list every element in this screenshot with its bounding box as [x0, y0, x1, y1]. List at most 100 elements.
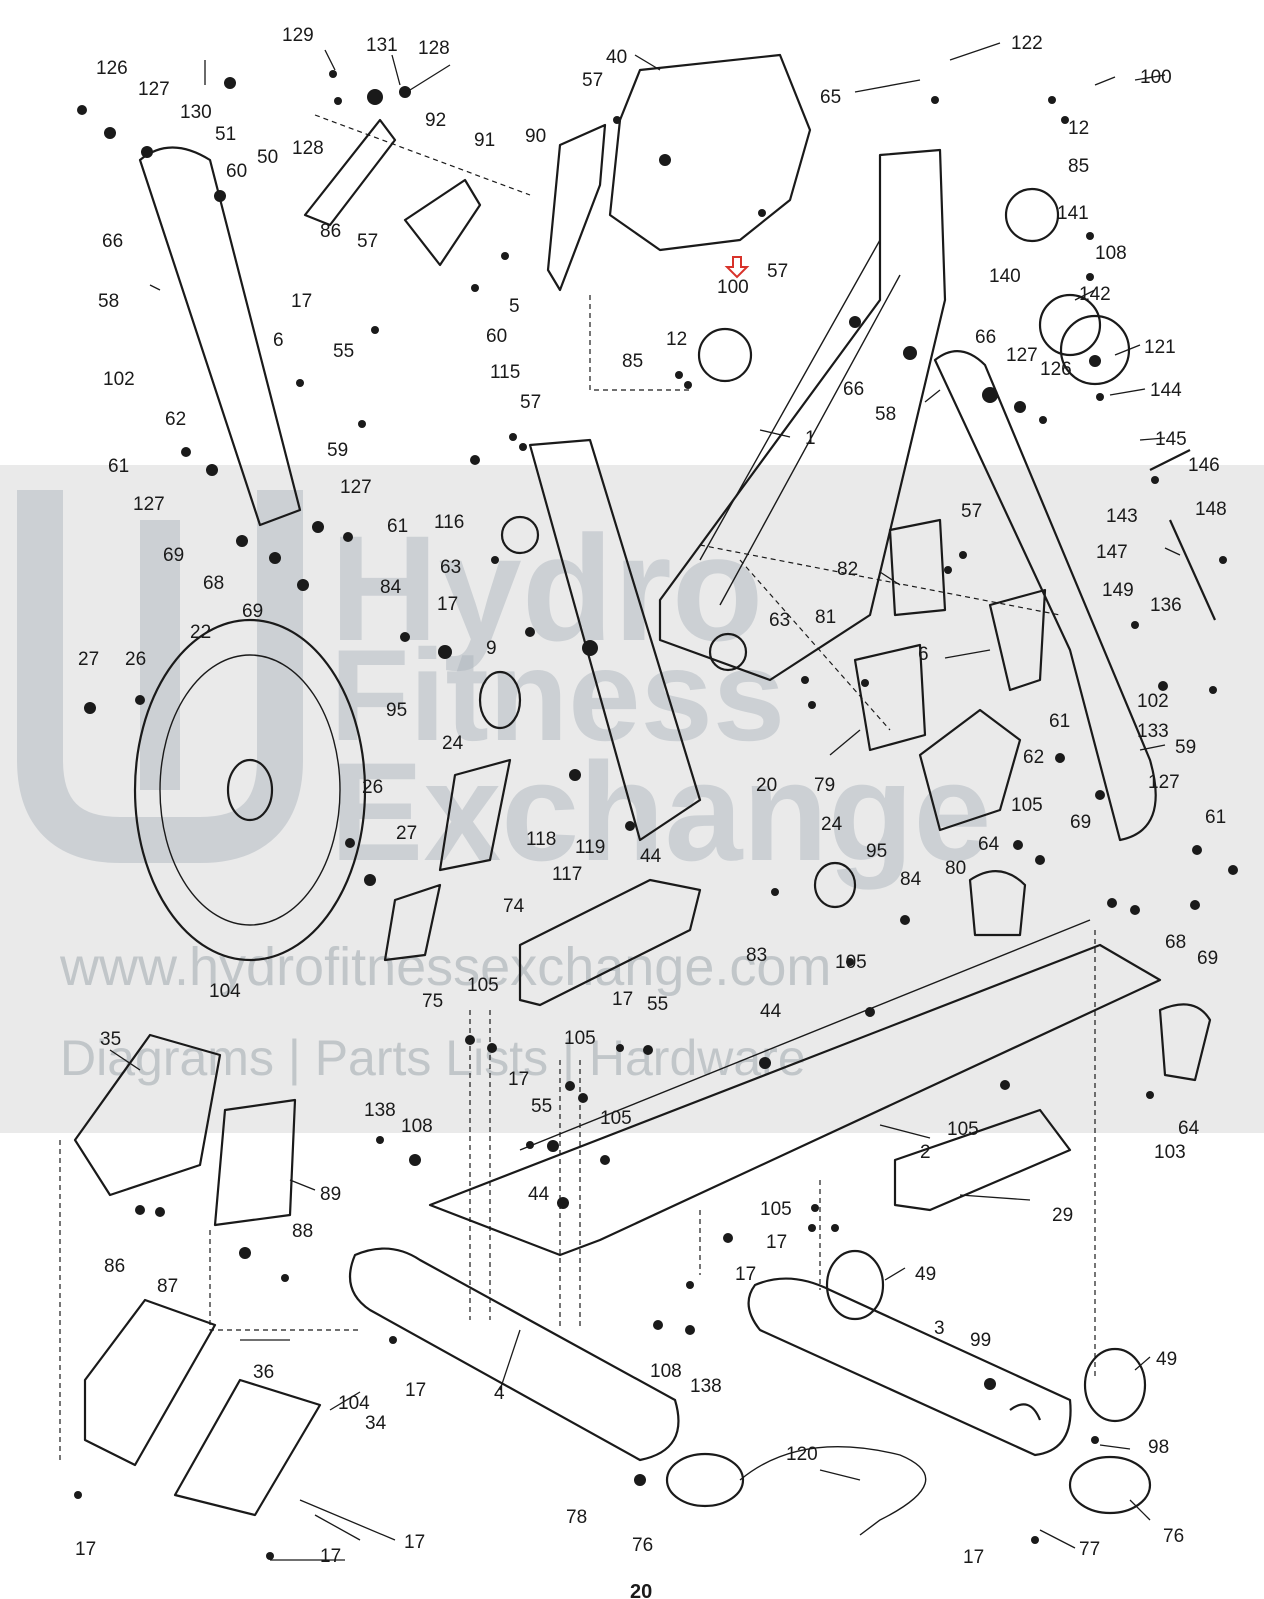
part-label-26: 26 — [362, 777, 383, 798]
part-100-knob — [697, 327, 753, 383]
part-label-44: 44 — [528, 1184, 550, 1205]
part-label-146: 146 — [1188, 455, 1220, 476]
part-label-108: 108 — [401, 1116, 433, 1137]
part-label-24: 24 — [821, 814, 843, 835]
part-145-spring — [1149, 449, 1191, 471]
part-label-55: 55 — [333, 341, 354, 362]
part-label-17: 17 — [291, 291, 312, 312]
part-label-105: 105 — [835, 952, 867, 973]
part-label-77: 77 — [1079, 1539, 1100, 1560]
part-label-126: 126 — [1040, 359, 1072, 380]
part-1-upright — [658, 148, 947, 682]
part-label-127: 127 — [1148, 772, 1180, 793]
part-90-bracket — [546, 123, 607, 292]
part-3-stabilizer — [747, 1277, 1072, 1457]
part-74-belt-cover — [438, 758, 512, 872]
part-label-1: 1 — [805, 428, 816, 449]
part-36-shield — [83, 1298, 217, 1467]
parts-artwork — [59, 42, 1238, 1561]
part-label-127: 127 — [340, 477, 372, 498]
part-label-131: 131 — [366, 35, 398, 56]
part-label-69: 69 — [163, 545, 184, 566]
part-label-82: 82 — [837, 559, 858, 580]
part-label-138: 138 — [690, 1376, 722, 1397]
part-63-bushing-b — [708, 632, 748, 672]
part-label-95: 95 — [386, 700, 407, 721]
part-label-83: 83 — [746, 945, 767, 966]
part-76-foot-right — [1068, 1455, 1152, 1515]
part-24-bushing-b — [813, 861, 857, 909]
part-label-99: 99 — [970, 1330, 991, 1351]
part-label-89: 89 — [320, 1184, 341, 1205]
part-4-stabilizer — [348, 1247, 680, 1462]
part-label-64: 64 — [978, 834, 1000, 855]
part-label-129: 129 — [282, 25, 314, 46]
part-label-2: 2 — [920, 1142, 931, 1163]
part-142-knob — [1038, 293, 1102, 357]
part-label-119: 119 — [575, 837, 605, 858]
part-label-149: 149 — [1102, 580, 1134, 601]
part-label-57: 57 — [582, 70, 603, 91]
part-label-51: 51 — [215, 124, 236, 145]
part-label-102: 102 — [1137, 691, 1169, 712]
part-label-62: 62 — [1023, 747, 1044, 768]
part-label-128: 128 — [418, 38, 450, 59]
part-76-foot-left — [665, 1452, 745, 1508]
part-40-console-shroud — [608, 53, 812, 252]
part-63-bushing — [500, 515, 540, 555]
part-label-69: 69 — [1197, 948, 1218, 969]
part-label-68: 68 — [1165, 932, 1186, 953]
part-label-108: 108 — [1095, 243, 1127, 264]
part-92-grip — [303, 118, 397, 227]
part-label-108: 108 — [650, 1361, 682, 1382]
part-label-126: 126 — [96, 58, 128, 79]
part-label-128: 128 — [292, 138, 324, 159]
part-75-sleeve — [383, 883, 442, 962]
part-label-104: 104 — [338, 1393, 370, 1414]
watermark-logo-icon — [17, 490, 303, 863]
part-label-17: 17 — [404, 1532, 425, 1553]
part-label-59: 59 — [1175, 737, 1196, 758]
part-label-35: 35 — [100, 1029, 121, 1050]
part-label-65: 65 — [820, 87, 841, 108]
part-label-17: 17 — [508, 1069, 529, 1090]
part-label-27: 27 — [78, 649, 99, 670]
part-seat-tube — [528, 438, 702, 842]
watermark-brand-line2: Fitness — [330, 622, 785, 768]
part-label-141: 141 — [1057, 203, 1089, 224]
part-label-40: 40 — [606, 47, 627, 68]
part-label-105: 105 — [1011, 795, 1043, 816]
part-label-98: 98 — [1148, 1437, 1169, 1458]
part-64-cap-lower — [1158, 1003, 1212, 1082]
part-label-17: 17 — [75, 1539, 96, 1560]
part-label-133: 133 — [1137, 721, 1169, 742]
part-label-61: 61 — [108, 456, 129, 477]
part-label-55: 55 — [531, 1096, 552, 1117]
part-label-9: 9 — [486, 638, 497, 659]
part-6-cover — [988, 588, 1047, 692]
part-label-105: 105 — [760, 1199, 792, 1220]
part-label-105: 105 — [947, 1119, 979, 1140]
part-label-17: 17 — [735, 1264, 756, 1285]
part-label-85: 85 — [622, 351, 643, 372]
part-label-44: 44 — [760, 1001, 782, 1022]
part-120-power-cord — [739, 1446, 927, 1536]
part-label-17: 17 — [405, 1380, 426, 1401]
part-49-wheel-right — [1083, 1347, 1147, 1423]
watermark: Hydro Fitness Exchange www.hydrofitnesse… — [0, 465, 1264, 1133]
part-91-grip — [403, 178, 482, 267]
part-label-76: 76 — [1163, 1526, 1184, 1547]
part-label-66: 66 — [975, 327, 996, 348]
part-label-66: 66 — [843, 379, 864, 400]
part-label-68: 68 — [203, 573, 224, 594]
watermark-brand-line1: Hydro — [330, 504, 763, 672]
part-label-143: 143 — [1106, 506, 1138, 527]
part-label-61: 61 — [1205, 807, 1226, 828]
part-29-cover — [893, 1108, 1072, 1212]
part-label-58: 58 — [875, 404, 896, 425]
part-label-29: 29 — [1052, 1205, 1073, 1226]
part-label-136: 136 — [1150, 595, 1182, 616]
part-label-95: 95 — [866, 841, 887, 862]
part-label-127: 127 — [133, 494, 165, 515]
